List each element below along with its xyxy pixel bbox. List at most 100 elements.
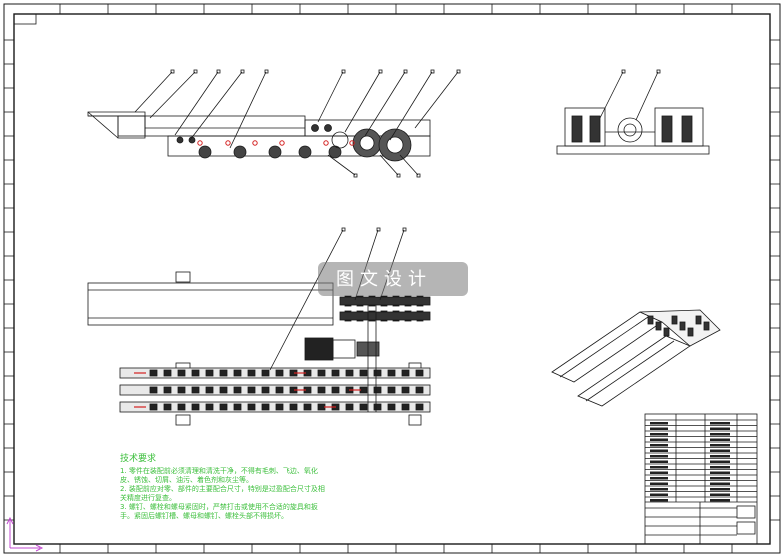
chain-link: [289, 403, 298, 411]
balloon: [396, 173, 401, 178]
chain-link: [275, 369, 284, 377]
chain-link: [163, 403, 172, 411]
chain-link: [401, 369, 410, 377]
chain-link: [387, 369, 396, 377]
leader-line: [174, 71, 219, 136]
row-text-mark: [650, 455, 668, 458]
chain-link: [261, 403, 270, 411]
watermark-text: 图文设计: [336, 269, 432, 290]
chain-link: [317, 403, 326, 411]
title-corner-box: [13, 13, 37, 25]
end-view: [556, 69, 710, 155]
title-block: [644, 413, 758, 545]
chain-link: [415, 403, 424, 411]
row-text-mark: [710, 438, 730, 441]
roller-wheel: [198, 145, 212, 159]
chain-link: [401, 403, 410, 411]
red-marker: [279, 140, 285, 146]
leader-line: [599, 71, 624, 119]
chain-link: [387, 403, 396, 411]
red-marker: [252, 140, 258, 146]
chain-link: [247, 386, 256, 394]
leader-line: [317, 71, 344, 123]
title-block-rows: [645, 419, 757, 536]
balloon: [193, 69, 198, 74]
row-text-mark: [650, 499, 668, 502]
chain-link: [149, 386, 158, 394]
chain-link: [415, 386, 424, 394]
balloon: [376, 227, 381, 232]
bolt: [311, 124, 319, 132]
chain-link: [205, 403, 214, 411]
chain-link: [177, 369, 186, 377]
technical-requirements: 技术要求 1. 零件在装配前必须清理和清洗干净，不得有毛刺、飞边、氧化 皮、锈蚀…: [120, 455, 340, 521]
chain-link: [303, 403, 312, 411]
plan-view: [87, 227, 431, 426]
tech-note-line: 3. 螺钉、螺栓和螺母紧固时，严禁打击或使用不合适的旋具和扳: [120, 503, 318, 511]
row-text-mark: [710, 482, 730, 485]
bolt: [176, 136, 184, 144]
chain-link: [233, 403, 242, 411]
row-text-mark: [710, 455, 730, 458]
row-text-mark: [650, 477, 668, 480]
balloon: [341, 69, 346, 74]
iso-part: [695, 315, 702, 325]
leader-line: [635, 71, 659, 121]
balloon: [264, 69, 269, 74]
ucs-axes-icon: [6, 516, 44, 552]
chain-link: [149, 403, 158, 411]
row-text-mark: [650, 449, 668, 452]
balloon: [621, 69, 626, 74]
chain-link: [317, 386, 326, 394]
iso-part: [655, 321, 662, 331]
chain-link: [331, 386, 340, 394]
row-text-mark: [650, 422, 668, 425]
balloon: [216, 69, 221, 74]
chain-link: [373, 386, 382, 394]
tech-notes-title: 技术要求: [120, 454, 157, 464]
chain-link: [247, 403, 256, 411]
leader-line: [269, 229, 344, 371]
row-text-mark: [650, 433, 668, 436]
red-markers-plan: [134, 372, 361, 408]
leader-line: [344, 71, 381, 133]
watermark: 图文设计: [318, 262, 468, 296]
isometric-view: [551, 309, 721, 407]
iso-part: [687, 327, 694, 337]
chain-link: [219, 403, 228, 411]
chain-link: [163, 386, 172, 394]
red-marker: [323, 140, 329, 146]
row-text-mark: [710, 471, 730, 474]
row-text-mark: [650, 466, 668, 469]
chain-link: [191, 369, 200, 377]
leader-line: [189, 71, 243, 141]
row-text-mark: [650, 493, 668, 496]
chain-link: [359, 386, 368, 394]
bolt: [324, 124, 332, 132]
chain-link: [233, 369, 242, 377]
balloon: [402, 227, 407, 232]
balloon: [240, 69, 245, 74]
chain-link: [345, 369, 354, 377]
chain-link: [219, 369, 228, 377]
chain-link: [275, 403, 284, 411]
chain-link: [373, 369, 382, 377]
row-text-mark: [650, 488, 668, 491]
chain-link: [149, 369, 158, 377]
chain-link: [415, 369, 424, 377]
tech-note-line: 手。紧固后螺钉槽、螺母和螺钉、螺栓头部不得损坏。: [120, 512, 288, 520]
iso-part: [703, 321, 710, 331]
tech-note-line: 2. 装配前应对零、部件的主要配合尺寸，特别是过盈配合尺寸及相: [120, 485, 325, 493]
tech-note-line: 关精度进行复查。: [120, 494, 176, 502]
balloon: [403, 69, 408, 74]
chain-link: [373, 403, 382, 411]
chain-link: [331, 369, 340, 377]
leader-line: [399, 154, 419, 176]
tech-note-line: 1. 零件在装配前必须清理和清洗干净，不得有毛刺、飞边、氧化: [120, 467, 318, 475]
roller-wheel: [268, 145, 282, 159]
row-text-mark: [710, 422, 730, 425]
leader-lines-end: [599, 69, 661, 121]
chain-link: [359, 369, 368, 377]
row-text-mark: [710, 449, 730, 452]
